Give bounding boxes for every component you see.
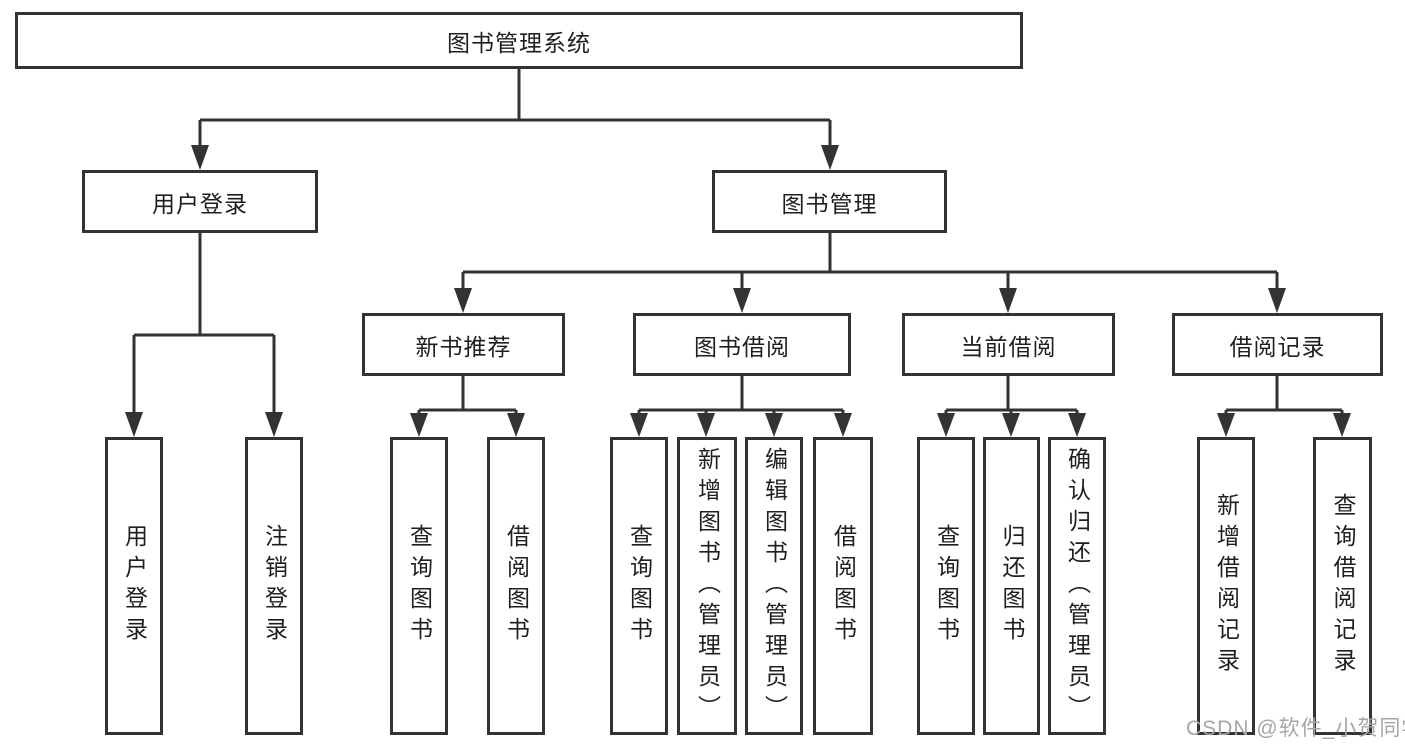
leaf-query-books-2: 查询图书	[610, 437, 668, 735]
node-book-management: 图书管理	[712, 170, 947, 233]
csdn-watermark: CSDN @软件_小贺同学	[1186, 717, 1405, 740]
leaf-edit-book-admin: 编辑图书（管理员）	[745, 437, 803, 735]
node-new-book-recommend: 新书推荐	[362, 313, 565, 376]
leaf-query-books-1-label: 查询图书	[406, 524, 433, 648]
node-borrow-records-label: 借阅记录	[1229, 333, 1326, 360]
connector-new-book-rec-to-leaves	[410, 376, 525, 437]
leaf-user-login-label: 用户登录	[121, 524, 148, 648]
leaf-query-books-3: 查询图书	[917, 437, 975, 735]
node-library-system: 图书管理系统	[15, 12, 1023, 69]
leaf-borrow-books-1-label: 借阅图书	[503, 524, 530, 648]
connector-root-to-level2	[191, 69, 839, 170]
connector-book-mgmt-to-level3	[454, 233, 1286, 313]
leaf-confirm-return-admin: 确认归还（管理员）	[1048, 437, 1106, 735]
node-borrow-records: 借阅记录	[1172, 313, 1383, 376]
leaf-return-book-label: 归还图书	[999, 524, 1025, 648]
node-new-book-recommend-label: 新书推荐	[415, 333, 512, 360]
leaf-borrow-books-2: 借阅图书	[813, 437, 873, 735]
leaf-borrow-books-2-label: 借阅图书	[830, 524, 857, 648]
leaf-logout-label: 注销登录	[261, 524, 288, 648]
leaf-query-borrow-record: 查询借阅记录	[1313, 437, 1372, 735]
node-user-login: 用户登录	[82, 170, 318, 233]
connector-user-login-to-leaves	[125, 233, 283, 437]
leaf-logout: 注销登录	[245, 437, 303, 735]
leaf-query-books-2-label: 查询图书	[626, 524, 653, 648]
leaf-return-book: 归还图书	[983, 437, 1040, 735]
node-book-borrowing: 图书借阅	[633, 313, 851, 376]
node-user-login-label: 用户登录	[152, 190, 248, 217]
leaf-query-books-1: 查询图书	[390, 437, 448, 735]
leaf-add-book-admin: 新增图书（管理员）	[677, 437, 737, 735]
leaf-edit-book-admin-label: 编辑图书（管理员）	[761, 446, 788, 726]
leaf-query-borrow-record-label: 查询借阅记录	[1330, 493, 1356, 679]
connector-current-borrowing-to-leaves	[937, 376, 1086, 437]
connector-book-borrowing-to-leaves	[630, 376, 852, 437]
node-current-borrowing: 当前借阅	[902, 313, 1115, 376]
node-current-borrowing-label: 当前借阅	[960, 333, 1057, 360]
leaf-query-books-3-label: 查询图书	[933, 524, 960, 648]
leaf-add-borrow-record-label: 新增借阅记录	[1213, 493, 1240, 679]
leaf-add-book-admin-label: 新增图书（管理员）	[694, 446, 721, 726]
leaf-borrow-books-1: 借阅图书	[487, 437, 545, 735]
node-book-borrowing-label: 图书借阅	[694, 333, 790, 360]
node-library-system-label: 图书管理系统	[447, 29, 591, 56]
leaf-add-borrow-record: 新增借阅记录	[1197, 437, 1255, 735]
node-book-management-label: 图书管理	[781, 190, 878, 217]
leaf-confirm-return-admin-label: 确认归还（管理员）	[1064, 446, 1091, 726]
leaf-user-login: 用户登录	[105, 437, 163, 735]
connector-borrow-records-to-leaves	[1217, 376, 1351, 437]
